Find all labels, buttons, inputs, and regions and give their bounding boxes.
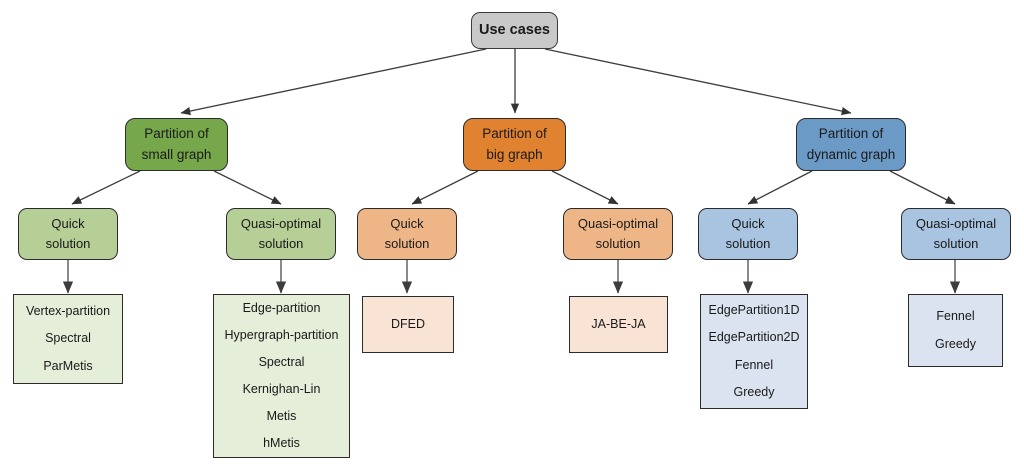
node-solution-small-quick-line2: solution (45, 236, 91, 251)
leaf-item: DFED (390, 316, 426, 331)
node-solution-small-quick[interactable]: Quick solution (18, 208, 118, 260)
node-solution-big-quick[interactable]: Quick solution (357, 208, 457, 260)
node-solution-big-quasi-optimal[interactable]: Quasi-optimal solution (563, 208, 673, 260)
node-solution-dynamic-quasi-optimal-line2: solution (933, 236, 979, 251)
leaf-item: EdgePartition2D (708, 330, 800, 345)
leaf-item: ParMetis (43, 358, 93, 373)
edge-dynamic-graph-to-quick (747, 170, 813, 205)
leaf-item: Edge-partition (242, 300, 321, 315)
node-solution-dynamic-quick-line2: solution (725, 236, 771, 251)
edge-big-graph-to-quick (411, 170, 479, 205)
node-category-dynamic-graph-line1: Partition of (818, 125, 884, 141)
node-solution-small-quasi-optimal-line1: Quasi-optimal (240, 216, 322, 232)
node-category-dynamic-graph[interactable]: Partition of dynamic graph (796, 118, 906, 171)
leaf-list-small-quick[interactable]: Vertex-partition Spectral ParMetis (13, 294, 123, 384)
node-solution-small-quick-line1: Quick (51, 216, 85, 232)
node-solution-dynamic-quick-line1: Quick (731, 216, 765, 232)
leaf-list-big-quick[interactable]: DFED (362, 296, 454, 353)
leaf-list-dynamic-quasi-optimal[interactable]: Fennel Greedy (908, 294, 1003, 367)
leaf-item: Spectral (45, 331, 91, 346)
node-root-label: Use cases (479, 21, 550, 38)
node-category-small-graph-line2: small graph (141, 147, 212, 162)
leaf-list-dynamic-quick[interactable]: EdgePartition1D EdgePartition2D Fennel G… (700, 294, 808, 409)
edge-root-to-dynamic-graph (544, 48, 852, 116)
node-category-small-graph-line1: Partition of (144, 125, 209, 141)
node-solution-big-quick-line2: solution (384, 236, 430, 251)
node-category-big-graph[interactable]: Partition of big graph (463, 118, 566, 171)
leaf-list-big-quasi-optimal[interactable]: JA-BE-JA (569, 296, 668, 353)
node-solution-dynamic-quick[interactable]: Quick solution (698, 208, 798, 260)
leaf-item: Metis (266, 409, 297, 424)
node-solution-big-quasi-optimal-line2: solution (595, 236, 641, 251)
leaf-item: Greedy (935, 336, 976, 351)
edge-dynamic-graph-to-quasi (889, 170, 956, 205)
leaf-item: Fennel (734, 357, 774, 372)
leaf-list-small-quasi-optimal[interactable]: Edge-partition Hypergraph-partition Spec… (213, 294, 350, 458)
node-solution-big-quasi-optimal-line1: Quasi-optimal (577, 216, 659, 232)
leaf-item: Spectral (258, 354, 305, 369)
node-solution-small-quasi-optimal[interactable]: Quasi-optimal solution (226, 208, 336, 260)
node-solution-big-quick-line1: Quick (390, 216, 424, 232)
node-solution-dynamic-quasi-optimal[interactable]: Quasi-optimal solution (901, 208, 1011, 260)
node-root-use-cases[interactable]: Use cases (471, 12, 558, 49)
node-category-big-graph-line2: big graph (486, 147, 543, 162)
leaf-item: Vertex-partition (25, 304, 111, 319)
leaf-item: JA-BE-JA (591, 316, 646, 331)
node-solution-dynamic-quasi-optimal-line1: Quasi-optimal (915, 216, 997, 232)
edge-small-graph-to-quick (71, 170, 141, 205)
node-category-big-graph-line1: Partition of (482, 125, 547, 141)
edge-small-graph-to-quasi (213, 170, 282, 205)
node-category-small-graph[interactable]: Partition of small graph (125, 118, 228, 171)
leaf-item: Hypergraph-partition (224, 327, 339, 342)
edge-root-to-small-graph (180, 48, 487, 116)
node-solution-small-quasi-optimal-line2: solution (258, 236, 304, 251)
leaf-item: Kernighan-Lin (242, 382, 321, 396)
leaf-item: Greedy (733, 384, 775, 399)
leaf-item: EdgePartition1D (708, 303, 800, 318)
leaf-item: hMetis (263, 436, 300, 451)
node-category-dynamic-graph-line2: dynamic graph (806, 147, 896, 162)
edge-big-graph-to-quasi (551, 170, 619, 205)
leaf-item: Fennel (936, 309, 975, 324)
